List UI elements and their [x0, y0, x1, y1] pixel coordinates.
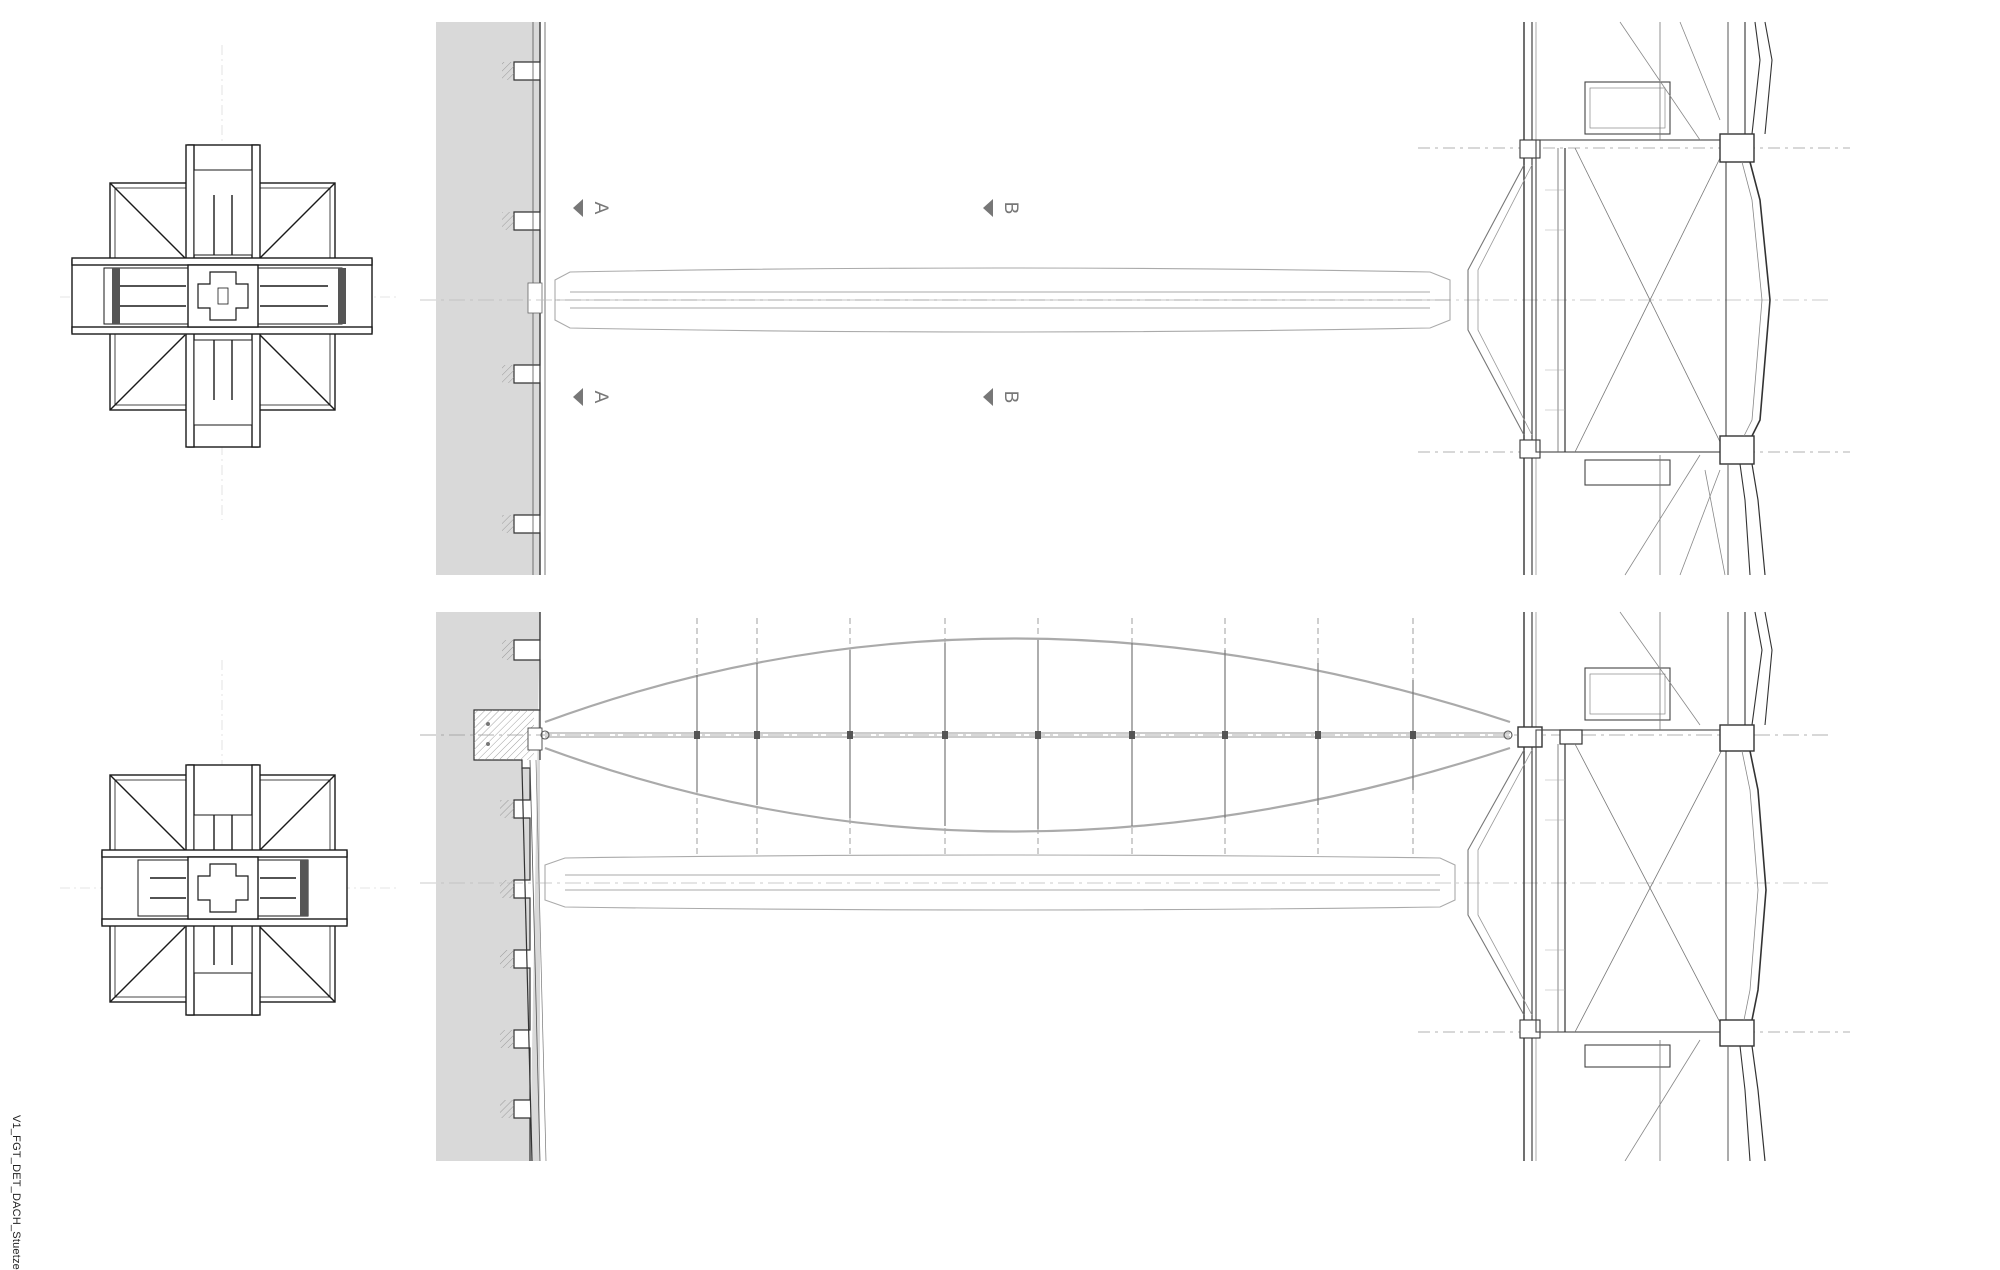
section-arrow-icon: [573, 388, 583, 406]
section-arrow-icon: [573, 199, 583, 217]
beam-top: [420, 267, 1830, 333]
column-section-bottom: [60, 660, 400, 1016]
cable-truss: [420, 618, 1830, 884]
section-arrow-icon: [983, 199, 993, 217]
section-marker-b-mid: B: [983, 388, 1021, 406]
column-section-top: [60, 45, 400, 520]
facade-top: [1418, 21, 1850, 576]
section-arrow-icon: [983, 388, 993, 406]
facade-bottom: [1418, 611, 1850, 1161]
technical-drawing: A B A B: [60, 21, 1850, 1161]
drawing-file-label: V1_FGT_DET_DACH_Stuetze: [10, 1115, 22, 1270]
wall-bottom: [436, 612, 547, 1161]
section-label-b: B: [1000, 391, 1021, 404]
section-marker-b-top: B: [983, 199, 1021, 217]
section-label-a: A: [590, 202, 611, 215]
section-label-b: B: [1000, 202, 1021, 215]
wall-top: [436, 22, 546, 575]
section-label-a: A: [590, 391, 611, 404]
section-marker-a-top: A: [573, 199, 611, 217]
beam-bottom: [544, 854, 1456, 911]
section-marker-a-mid: A: [573, 388, 611, 406]
